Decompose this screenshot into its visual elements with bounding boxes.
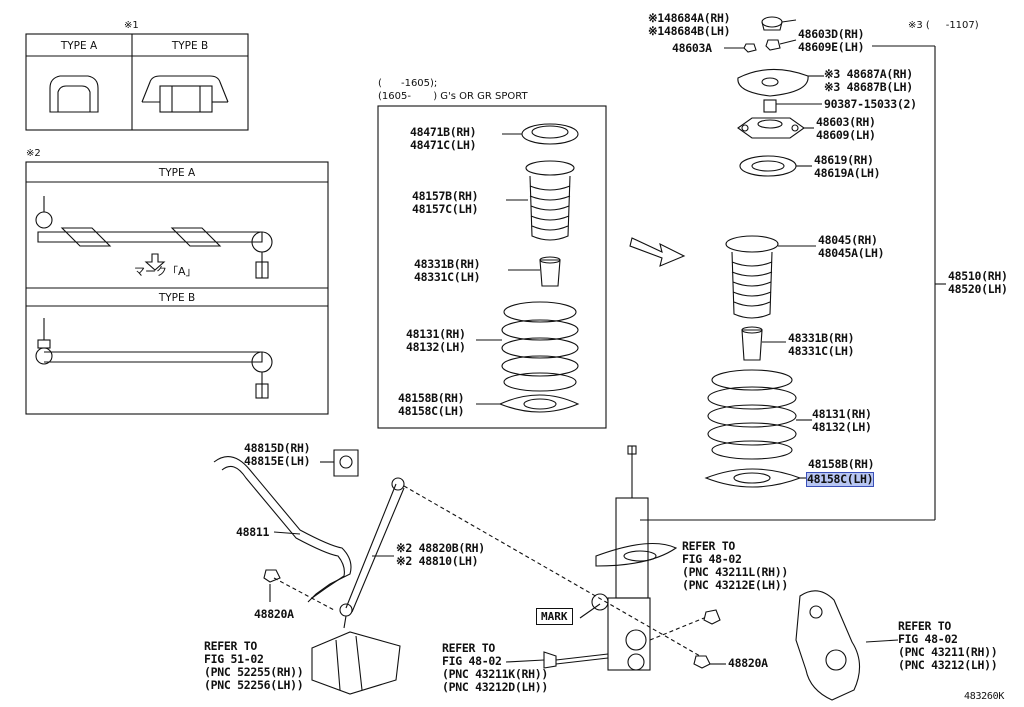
part-label-48331-right[interactable]: 48331B(RH) 48331C(LH) [788,331,855,358]
part-label-48131-right[interactable]: 48131(RH) 48132(LH) [812,407,872,434]
link-type-a-header: TYPE A [158,167,196,179]
note-1-marker: ※1 [124,20,139,31]
part-label-48820A-left[interactable]: 48820A [254,607,294,621]
refer-fig-51-02[interactable]: REFER TO FIG 51-02 (PNC 52255(RH)) (PNC … [204,639,304,692]
part-label-48158-left[interactable]: 48158B(RH) 48158C(LH) [398,391,465,418]
part-label-48157[interactable]: 48157B(RH) 48157C(LH) [412,189,479,216]
part-label-48619[interactable]: 48619(RH) 48619A(LH) [814,153,881,180]
variant-line-1: ( -1605); [378,78,438,89]
refer-fig-48-02-knuckle[interactable]: REFER TO FIG 48-02 (PNC 43211(RH)) (PNC … [898,619,998,672]
part-label-48331-left[interactable]: 48331B(RH) 48331C(LH) [414,257,481,284]
type-b-header: TYPE B [171,40,209,52]
part-label-48603[interactable]: 48603(RH) 48609(LH) [816,115,876,142]
part-label-48471[interactable]: 48471B(RH) 48471C(LH) [410,125,477,152]
part-label-48820A-right[interactable]: 48820A [728,656,768,670]
part-label-48684[interactable]: ※148684A(RH) ※148684B(LH) [648,11,731,38]
part-label-48603D[interactable]: 48603D(RH) 48609E(LH) [798,27,865,54]
part-label-48158B-right[interactable]: 48158B(RH) [808,457,875,471]
mark-tag: MARK [536,608,573,625]
part-label-48158C-right-highlighted[interactable]: 48158C(LH) [805,472,875,487]
link-type-b-header: TYPE B [158,292,196,304]
part-label-48510[interactable]: 48510(RH) 48520(LH) [948,269,1008,296]
part-label-48815[interactable]: 48815D(RH) 48815E(LH) [244,441,311,468]
note-3-marker: ※3 ( -1107) [908,20,979,31]
part-label-48045[interactable]: 48045(RH) 48045A(LH) [818,233,885,260]
part-label-48603A[interactable]: 48603A [672,41,712,55]
mark-a-caption: マーク「A」 [134,265,197,278]
note-2-marker: ※2 [26,148,41,159]
part-label-48820B[interactable]: ※2 48820B(RH) ※2 48810(LH) [396,541,485,568]
refer-fig-48-02-strut[interactable]: REFER TO FIG 48-02 (PNC 43211L(RH)) (PNC… [682,539,788,592]
variant-line-2: (1605- ) G's OR GR SPORT [378,91,528,102]
part-label-48131-left[interactable]: 48131(RH) 48132(LH) [406,327,466,354]
part-label-90387[interactable]: 90387-15033(2) [824,97,917,111]
figure-id: 483260K [964,691,1005,702]
part-label-48687[interactable]: ※3 48687A(RH) ※3 48687B(LH) [824,67,913,94]
part-label-48811[interactable]: 48811 [236,525,270,539]
type-a-header: TYPE A [60,40,98,52]
refer-fig-48-02-bolt[interactable]: REFER TO FIG 48-02 (PNC 43211K(RH)) (PNC… [442,641,548,694]
